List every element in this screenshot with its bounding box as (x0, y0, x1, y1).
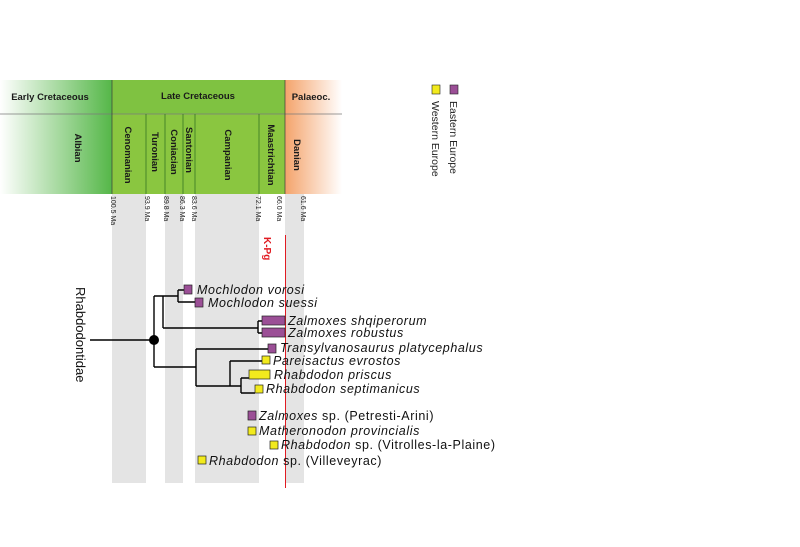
taxon-label: Rhabdodon sp. (Villeveyrac) (209, 454, 382, 468)
era-late-cretaceous (112, 80, 285, 114)
stage-coniacian-label: Coniacian (168, 129, 179, 175)
era-palaeocene-label: Palaeoc. (292, 92, 331, 103)
range-bar (261, 355, 271, 365)
era-late-cretaceous-label: Late Cretaceous (161, 91, 235, 102)
band-danian (285, 193, 304, 483)
age-labels: 100.5 Ma 93.9 Ma 89.8 Ma 86.3 Ma 83.6 Ma… (109, 196, 306, 225)
era-row: Early Cretaceous Late Cretaceous Palaeoc… (0, 80, 342, 114)
kpg-boundary: K-Pg (261, 235, 286, 488)
taxon-label: Zalmoxes robustus (287, 326, 404, 340)
range-bar (183, 284, 193, 295)
stage-late-cell (112, 114, 285, 194)
range-bar (267, 343, 277, 354)
range-bar (254, 384, 264, 394)
era-early-cretaceous-label: Early Cretaceous (11, 92, 89, 103)
stage-danian-label: Danian (291, 139, 302, 171)
age-label: 93.9 Ma (143, 196, 150, 221)
range-bar (248, 369, 271, 380)
era-palaeocene (285, 80, 342, 114)
taxon-label: Rhabdodon sp. (Vitrolles-la-Plaine) (281, 438, 496, 452)
band-coniacian (165, 193, 183, 483)
taxon-label: Transylvanosaurus platycephalus (280, 341, 483, 355)
taxon-label: Pareisactus evrostos (273, 354, 401, 368)
age-label: 83.6 Ma (190, 196, 197, 221)
age-label: 86.3 Ma (178, 196, 185, 221)
band-cenomanian (112, 193, 146, 483)
range-bar (247, 426, 257, 436)
taxon-labels: Mochlodon vorosi Mochlodon suessi Zalmox… (197, 283, 496, 468)
taxon-label: Rhabdodon septimanicus (266, 382, 420, 396)
stage-danian-cell (285, 114, 342, 194)
tree-branches (90, 289, 268, 394)
legend-swatch-eastern (449, 84, 459, 95)
taxon-label: Zalmoxes shqiperorum (287, 314, 427, 328)
stage-turonian-label: Turonian (149, 132, 160, 172)
taxon-label: Zalmoxes sp. (Petresti-Arini) (258, 409, 434, 423)
range-bar (269, 440, 279, 450)
age-label: 89.8 Ma (162, 196, 169, 221)
kpg-label: K-Pg (261, 237, 272, 260)
legend-label-western: Western Europe (429, 101, 441, 177)
range-bar (247, 410, 257, 421)
era-early-cretaceous (0, 80, 112, 114)
stage-row: Albian Cenomanian Turonian Coniacian San… (0, 80, 342, 194)
band-campanian (195, 193, 259, 483)
stage-albian-cell (0, 114, 112, 194)
stage-bands (112, 193, 304, 483)
taxon-label: Rhabdodon priscus (274, 368, 392, 382)
legend-label-eastern: Eastern Europe (447, 101, 459, 174)
stage-campanian-label: Campanian (222, 129, 233, 180)
taxon-label: Matheronodon provincialis (259, 424, 420, 438)
taxon-label: Mochlodon vorosi (197, 283, 305, 297)
clade-label: Rhabdodontidae (73, 287, 88, 382)
age-label: 61.6 Ma (299, 196, 306, 221)
tree: Rhabdodontidae (73, 287, 268, 394)
stage-maastrichtian-label: Maastrichtian (265, 124, 276, 185)
range-bar (194, 297, 204, 308)
taxon-label: Mochlodon suessi (208, 296, 318, 310)
stage-cenomanian-label: Cenomanian (122, 126, 133, 183)
legend: Eastern Europe Western Europe (429, 84, 459, 177)
stage-santonian-label: Santonian (183, 127, 194, 173)
range-bar (197, 455, 207, 465)
range-bar (261, 327, 286, 338)
stage-albian-label: Albian (72, 133, 83, 162)
range-bar (261, 315, 286, 326)
age-label: 66.0 Ma (275, 196, 282, 221)
age-label: 100.5 Ma (109, 196, 116, 225)
age-label: 72.1 Ma (254, 196, 261, 221)
range-bars (183, 284, 286, 465)
clade-root-node (149, 335, 159, 345)
legend-swatch-western (431, 84, 441, 95)
